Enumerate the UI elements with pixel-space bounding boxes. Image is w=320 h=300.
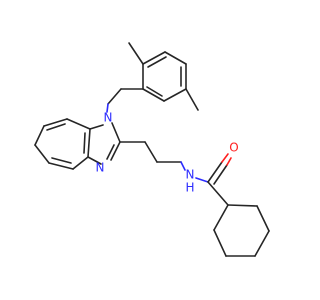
bond — [213, 229, 227, 257]
bond — [163, 88, 187, 102]
bond — [48, 162, 74, 170]
bond — [110, 141, 121, 161]
bond — [142, 51, 166, 65]
bond — [111, 122, 121, 143]
imidazole-ring — [87, 103, 121, 165]
double-bond-line — [51, 157, 72, 164]
atom-label-amide-n: N — [186, 168, 195, 182]
carbonyl-double-bond-oxygen-part — [226, 157, 232, 166]
bond — [213, 204, 229, 231]
benzo-ring — [34, 118, 91, 170]
bond — [66, 118, 91, 130]
bond — [72, 156, 89, 170]
amide-bond — [195, 177, 209, 183]
double-bond-line — [147, 56, 167, 68]
amide-cyclohexyl-bond — [207, 181, 229, 206]
bond — [89, 124, 104, 130]
atom-label-n1: N — [104, 111, 113, 125]
methyl-bond — [185, 88, 199, 111]
carbonyl-bond-oxygen-part — [221, 153, 229, 163]
propyl-bond — [180, 161, 186, 171]
bond — [34, 125, 45, 146]
bond — [227, 204, 258, 207]
double-bond-line — [46, 123, 66, 131]
bond — [87, 128, 91, 158]
carbonyl-bond — [207, 161, 223, 183]
bond — [254, 230, 270, 257]
benzyl-bond — [107, 88, 122, 105]
bond — [106, 103, 109, 113]
bond — [34, 144, 50, 164]
carbonyl-double-bond-line — [213, 164, 228, 185]
bond — [256, 205, 270, 232]
bond — [164, 51, 187, 65]
molecule-svg: N N N H O — [34, 42, 270, 257]
double-bond-line — [146, 86, 163, 97]
double-bond-line — [83, 132, 86, 154]
bond — [142, 88, 165, 102]
atom-label-carbonyl-o: O — [229, 141, 238, 155]
atom-label-amide-h: H — [185, 181, 194, 195]
methyl-bond — [128, 42, 144, 65]
bond — [43, 118, 68, 127]
bond — [87, 156, 102, 165]
atom-label-n3: N — [96, 161, 105, 175]
cyclohexane-ring — [213, 204, 270, 257]
propyl-bond — [144, 141, 158, 163]
double-bond-line — [106, 144, 115, 160]
dimethylphenyl-ring — [142, 51, 187, 102]
molecule-diagram: N N N H O — [34, 42, 270, 257]
